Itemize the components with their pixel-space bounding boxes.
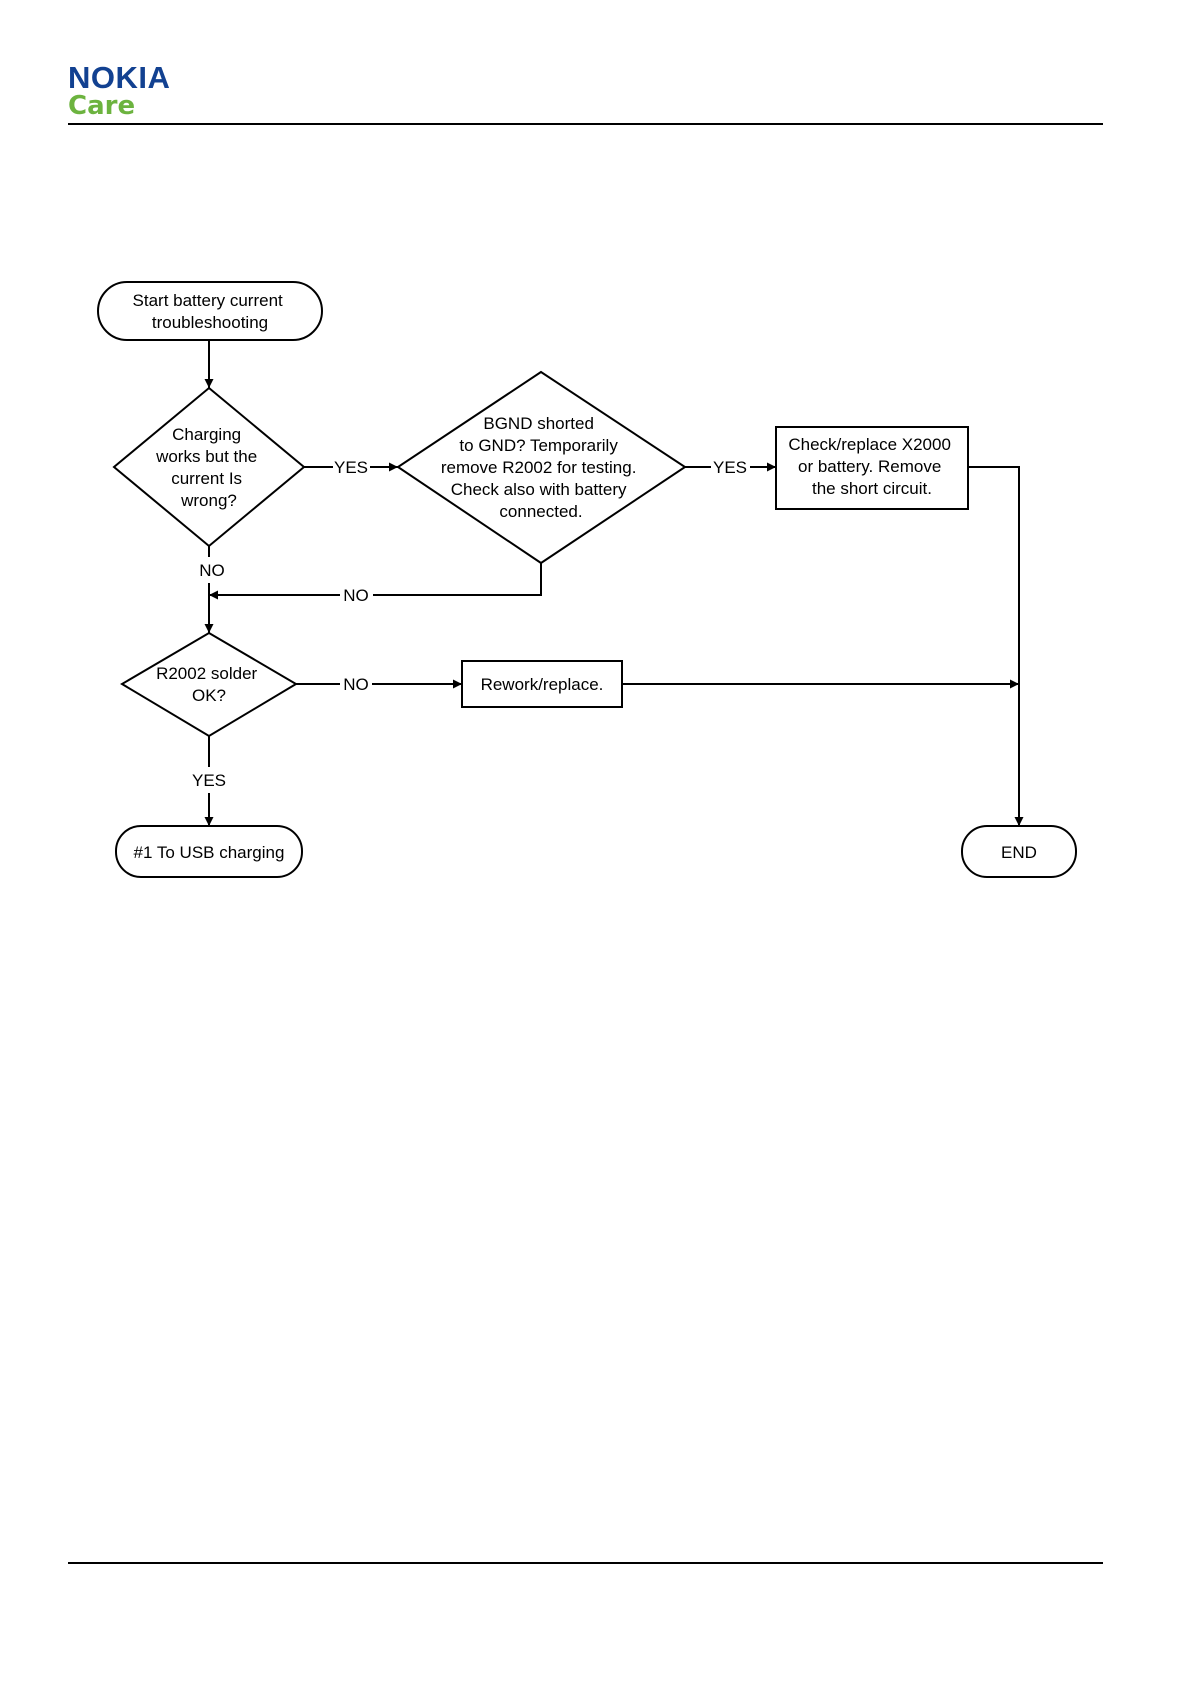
solder-decision-label: R2002 solder OK? — [156, 664, 262, 705]
end-label: END — [1001, 843, 1037, 862]
footer-rule — [68, 1562, 1103, 1564]
care-logo: Care — [68, 91, 136, 121]
edge-check-to-end — [968, 466, 1024, 826]
check-replace-label: Check/replace X2000 or battery. Remove t… — [788, 435, 955, 498]
nokia-logo: NOKIA — [68, 60, 171, 95]
rework-label: Rework/replace. — [481, 675, 604, 694]
rework-box — [461, 660, 623, 708]
edge-label-bgnd-yes: YES — [713, 458, 747, 477]
start-label: Start battery current troubleshooting — [133, 291, 288, 332]
edge-label-bgnd-no: NO — [343, 586, 369, 605]
edge-label-charging-yes: YES — [334, 458, 368, 477]
edge-label-solder-yes: YES — [192, 771, 226, 790]
edge-label-charging-no: NO — [199, 561, 225, 580]
usb-charging-label: #1 To USB charging — [134, 843, 285, 862]
edge-label-solder-no: NO — [343, 675, 369, 694]
solder-decision — [120, 631, 298, 738]
charging-decision — [112, 386, 306, 548]
bgnd-decision-label: BGND shorted to GND? Temporarily remove … — [441, 414, 641, 521]
charging-decision-label: Charging works but the current Is wrong? — [155, 425, 262, 510]
check-replace-box — [775, 426, 969, 510]
edge-bgnd-no-a — [373, 563, 542, 596]
header-rule — [68, 123, 1103, 125]
